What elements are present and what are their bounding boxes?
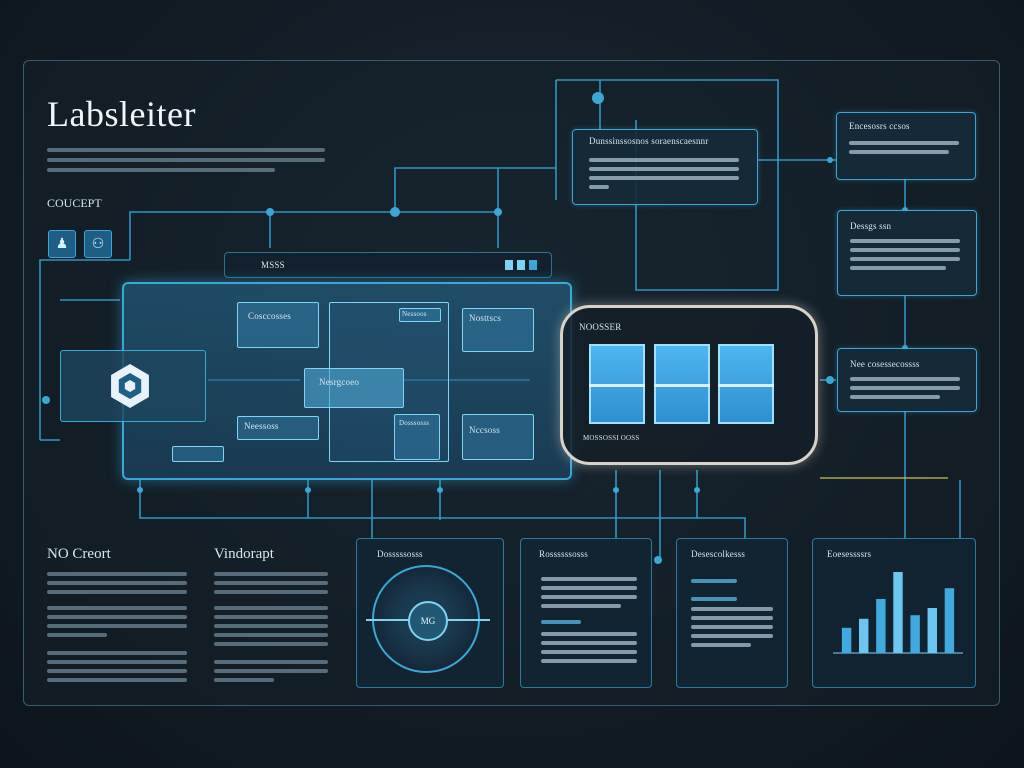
screen-cell[interactable]: Nosttscs	[462, 308, 534, 352]
nc-creort-text	[47, 572, 187, 682]
preview-window: NOOSSER MOSSOSSI OOSS	[560, 305, 818, 465]
toolbar-button[interactable]	[517, 260, 525, 270]
user-icon: ♟	[55, 236, 69, 252]
screen-cell[interactable]: Dosssosss	[394, 414, 440, 460]
screen-highlight[interactable]: Nesrgcoeo	[304, 368, 404, 408]
gauge-panel[interactable]: Dosssssosss MG	[356, 538, 504, 688]
right-card-3[interactable]: Nee cosessecossss	[837, 348, 977, 412]
concept-icon-2[interactable]: ⚇	[84, 230, 112, 258]
top-card-header: Dunssinssosnos soraenscaesnnr	[589, 136, 709, 146]
screen-cell-label: Nosttscs	[469, 313, 502, 323]
right-card-1[interactable]: Encesosrs ccsos	[836, 112, 976, 180]
section-vindorapt: Vindorapt	[214, 546, 274, 562]
toolbar-button[interactable]	[529, 260, 537, 270]
chart-bar	[893, 572, 903, 653]
right-card-header: Nee cosessecossss	[850, 359, 920, 369]
person-icon: ⚇	[91, 236, 105, 252]
bar-chart	[833, 572, 963, 654]
list2-panel[interactable]: Desescolkesss	[676, 538, 788, 688]
preview-tile[interactable]	[589, 344, 645, 424]
preview-tile[interactable]	[718, 344, 774, 424]
screen-cell[interactable]: Nccsoss	[462, 414, 534, 460]
section-concept: COUCEPT	[47, 196, 102, 210]
screen-cell-label: Neessoss	[244, 421, 279, 431]
preview-footer: MOSSOSSI OOSS	[583, 434, 640, 442]
chart-panel[interactable]: Eoesessssrs	[812, 538, 976, 688]
chart-bar	[859, 618, 869, 653]
toolbar-caption: MSSS	[261, 260, 285, 270]
screen-cell-label: Nesrgcoeo	[319, 377, 360, 387]
gauge-ring: MG	[366, 565, 490, 673]
preview-header: NOOSSER	[579, 322, 622, 332]
gauge-header: Dosssssosss	[377, 549, 423, 559]
gauge-center-label: MG	[408, 601, 448, 641]
chart-bar	[876, 599, 886, 653]
screen-cell[interactable]: Nessoos	[399, 308, 441, 322]
right-card-header: Encesosrs ccsos	[849, 121, 910, 131]
chart-bar	[910, 615, 920, 653]
concept-icon-1[interactable]: ♟	[48, 230, 76, 258]
hexagon-icon	[111, 364, 149, 408]
screen-cell-label: Nccsoss	[469, 425, 500, 435]
chart-bar	[927, 608, 937, 653]
list-header: Rossssssosss	[539, 549, 588, 559]
section-nc-creort: NO Creort	[47, 546, 111, 562]
toolbar-button[interactable]	[505, 260, 513, 270]
list-panel[interactable]: Rossssssosss	[520, 538, 652, 688]
screen-small-cell[interactable]	[172, 446, 224, 462]
top-card[interactable]: Dunssinssosnos soraenscaesnnr	[572, 129, 758, 205]
page-title: Labsleiter	[47, 94, 196, 134]
chart-bar	[841, 627, 852, 653]
screen-cell[interactable]: Neessoss	[237, 416, 319, 440]
toolbar-buttons	[505, 260, 537, 270]
chart-title: Eoesessssrs	[827, 549, 872, 559]
screen-cell[interactable]: Cosccosses	[237, 302, 319, 348]
vindorapt-text	[214, 572, 328, 682]
center-screen: Cosccosses Nessoos Nosttscs Nesrgcoeo Do…	[122, 282, 572, 480]
top-toolbar: MSSS	[224, 252, 552, 278]
logo-card	[60, 350, 206, 422]
list2-header: Desescolkesss	[691, 549, 746, 559]
screen-cell-label: Dosssosss	[399, 419, 430, 427]
screen-cell-label: Cosccosses	[248, 311, 291, 321]
screen-cell-label: Nessoos	[402, 310, 427, 318]
right-card-2[interactable]: Dessgs ssn	[837, 210, 977, 296]
right-card-header: Dessgs ssn	[850, 221, 892, 231]
preview-tile[interactable]	[654, 344, 710, 424]
chart-bar	[944, 588, 955, 653]
intro-text	[47, 148, 325, 172]
